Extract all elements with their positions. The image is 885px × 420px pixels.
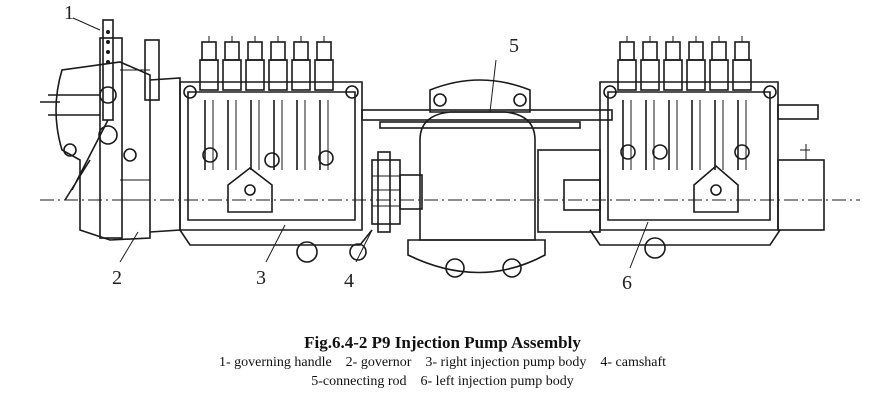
right-injection-pump-body bbox=[179, 36, 373, 263]
callout-6: 6 bbox=[622, 272, 632, 294]
camshaft bbox=[355, 151, 423, 263]
callout-3: 3 bbox=[256, 267, 266, 289]
leader-lines bbox=[119, 221, 649, 269]
connecting-rod bbox=[361, 59, 613, 129]
callout-1: 1 bbox=[64, 2, 74, 24]
figure-title: Fig.6.4-2 P9 Injection Pump Assembly bbox=[304, 333, 581, 352]
pump-assembly-drawing bbox=[40, 17, 860, 278]
governing-handle bbox=[72, 17, 114, 121]
callout-4: 4 bbox=[344, 270, 354, 292]
callout-2: 2 bbox=[112, 267, 122, 289]
left-injection-pump-body bbox=[589, 36, 825, 259]
callout-5: 5 bbox=[509, 35, 519, 57]
governor bbox=[40, 37, 181, 241]
figure-legend-line-2: 5-connecting rod 6- left injection pump … bbox=[311, 374, 574, 389]
figure-legend-line-1: 1- governing handle 2- governor 3- right… bbox=[218, 355, 667, 370]
